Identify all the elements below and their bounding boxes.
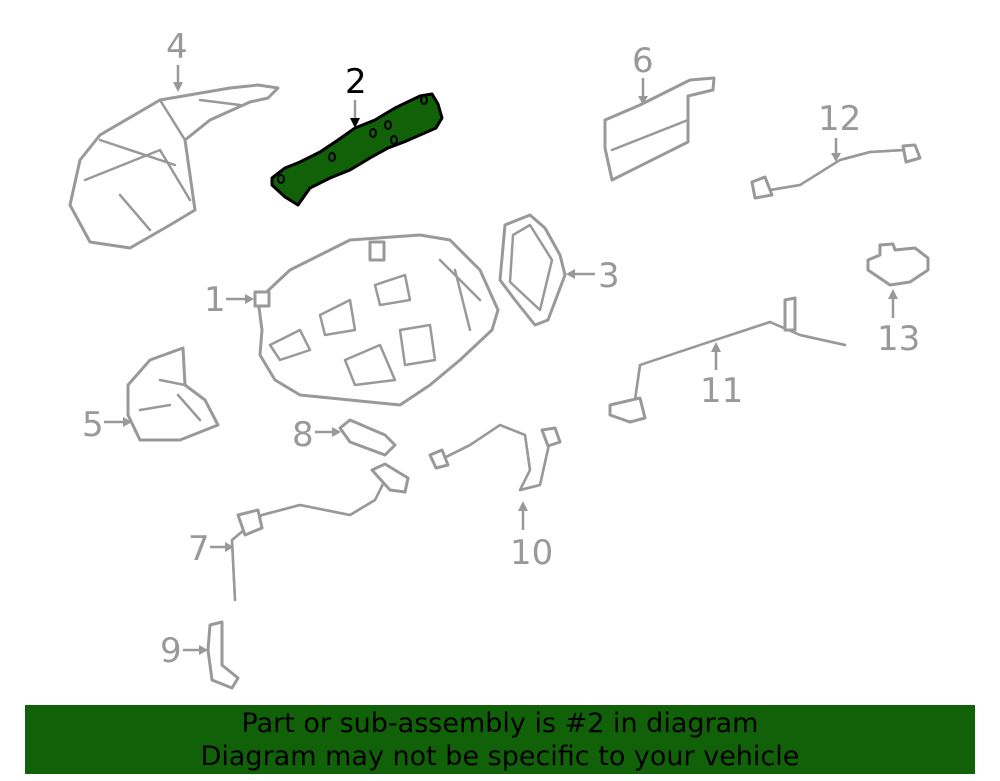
callout-13: 13 (877, 319, 920, 359)
banner-line-2: Diagram may not be specific to your vehi… (200, 741, 800, 772)
part-7-pipe[interactable] (230, 462, 410, 602)
callouts: 4 2 6 12 3 1 13 11 5 8 7 10 9 (82, 27, 920, 671)
callout-7: 7 (188, 529, 210, 569)
banner-line-1: Part or sub-assembly is #2 in diagram (241, 708, 759, 739)
callout-8: 8 (292, 415, 314, 455)
part-6-bracket[interactable] (603, 76, 716, 182)
part-8-gasket[interactable] (338, 418, 397, 457)
part-12-hose[interactable] (750, 143, 922, 200)
callout-4: 4 (166, 27, 188, 67)
part-3-gasket[interactable] (498, 213, 567, 327)
part-1-manifold[interactable] (253, 233, 500, 407)
callout-10: 10 (510, 533, 553, 573)
callout-9: 9 (160, 631, 182, 671)
callout-5: 5 (82, 405, 104, 445)
part-5-shield[interactable] (126, 346, 220, 442)
callout-1: 1 (204, 280, 226, 320)
callout-12: 12 (818, 99, 861, 139)
part-11-pipe[interactable] (608, 296, 847, 424)
callout-3: 3 (598, 256, 620, 296)
part-9-hose[interactable] (206, 620, 240, 690)
part-10-pipe[interactable] (428, 423, 562, 492)
part-13-fitting[interactable] (866, 242, 930, 287)
notice-banner: Part or sub-assembly is #2 in diagram Di… (25, 705, 975, 774)
part-4-heat-shield[interactable] (68, 83, 280, 250)
part-2-gasket[interactable] (270, 92, 444, 207)
callout-2: 2 (345, 62, 367, 102)
callout-11: 11 (700, 371, 743, 411)
callout-6: 6 (632, 41, 654, 81)
